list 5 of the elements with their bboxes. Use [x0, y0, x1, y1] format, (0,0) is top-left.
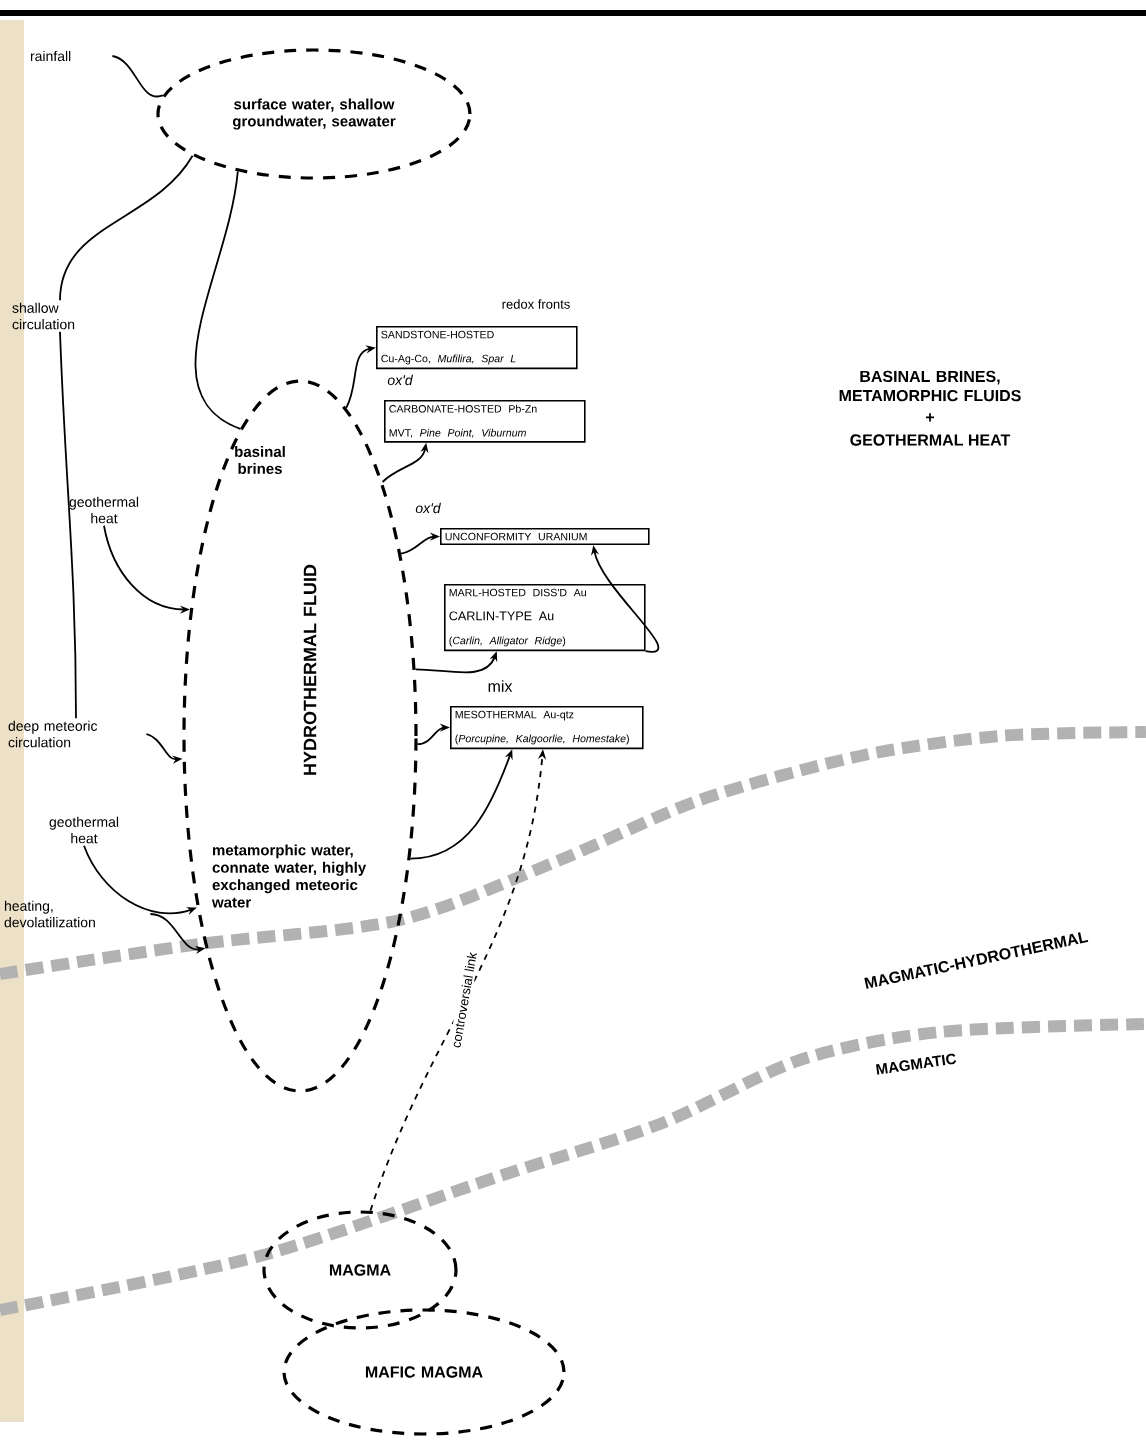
edge-label: mix: [485, 678, 515, 694]
note-label: BASINAL BRINES, METAMORPHIC FLUIDS: [839, 370, 1021, 402]
note-label: GEOTHERMAL HEAT: [850, 434, 1011, 446]
note-label: +: [925, 413, 934, 422]
fluid-label: HYDROTHERMAL FLUID: [303, 564, 317, 775]
